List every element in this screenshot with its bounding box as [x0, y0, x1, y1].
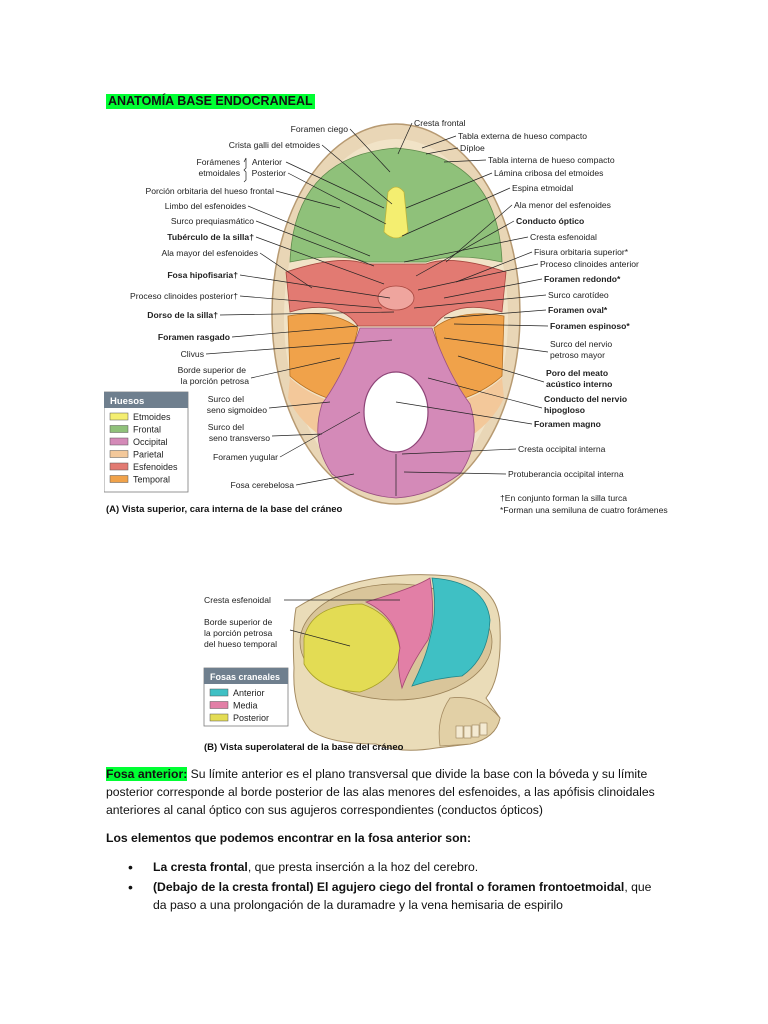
legend-title: Huesos	[110, 396, 144, 407]
page-title: ANATOMÍA BASE ENDOCRANEAL	[106, 94, 315, 109]
list-item-text: , que da paso a una prolongación de la d…	[153, 880, 652, 912]
label-tabla-interna: Tabla interna de hueso compacto	[488, 155, 615, 165]
legend-b-title: Fosas craneales	[210, 672, 280, 682]
fossa-legend-item-swatch	[209, 688, 229, 697]
label-conducto-optico: Conducto óptico	[516, 216, 584, 226]
label-acustico-interno: acústico interno	[546, 379, 612, 389]
label-seno-sigmoideo: seno sigmoideo	[207, 405, 267, 415]
label-surco-nervio: Surco del nervio	[550, 339, 612, 349]
ethmoid-bone-region	[383, 186, 409, 239]
label-foramen-magno: Foramen magno	[534, 419, 601, 429]
label-cresta-occipital: Cresta occipital interna	[518, 444, 606, 454]
fossa-legend-item-label: Media	[233, 701, 258, 711]
legend-item-swatch	[109, 475, 129, 483]
label-posterior: Posterior	[252, 168, 287, 178]
legend-item-swatch	[109, 462, 129, 471]
label-foramen-espinoso: Foramen espinoso*	[550, 321, 630, 331]
label-seno-transverso: seno transverso	[209, 433, 270, 443]
label-fosa-hipofisaria: Fosa hipofisaria†	[167, 270, 238, 280]
label-foramen-redondo: Foramen redondo*	[544, 274, 621, 284]
label-dorso-silla: Dorso de la silla†	[147, 310, 218, 320]
label-borde-superior-b: Borde superior de	[204, 617, 273, 627]
elements-list: La cresta frontal, que presta inserción …	[128, 858, 668, 916]
legend-item-label: Temporal	[133, 475, 170, 485]
list-item-bold: La cresta frontal	[153, 860, 248, 874]
figure-a-caption: (A) Vista superior, cara interna de la b…	[106, 504, 343, 515]
legend-item-swatch	[109, 450, 129, 458]
legend-item-label: Parietal	[133, 450, 164, 460]
sella-turcica	[377, 285, 415, 311]
label-porcion-petrosa-b: la porción petrosa	[204, 628, 273, 638]
legend-item-label: Esfenoides	[133, 462, 178, 472]
label-surco-del-1: Surco del	[208, 394, 244, 404]
label-petroso-mayor: petroso mayor	[550, 350, 605, 360]
paragraph-fosa-anterior: Fosa anterior: Su límite anterior es el …	[106, 765, 666, 819]
skull-base-superior-view-figure: Foramen ciego Crista galli del etmoides …	[104, 118, 668, 515]
label-etmoidales: etmoidales	[198, 168, 240, 178]
label-cresta-esfenoidal-b: Cresta esfenoidal	[204, 595, 271, 605]
note-silla-turca: †En conjunto forman la silla turca	[500, 493, 627, 503]
label-conducto-nervio: Conducto del nervio	[544, 394, 627, 404]
anterior-fossa	[411, 577, 491, 687]
bones-legend: Huesos EtmoidesFrontalOccipitalParietalE…	[104, 391, 189, 493]
note-semiluna: *Forman una semiluna de cuatro forámenes	[500, 505, 668, 515]
label-lamina-cribosa: Lámina cribosa del etmoides	[494, 168, 603, 178]
label-foramen-rasgado: Foramen rasgado	[158, 332, 230, 342]
label-surco-carotideo: Surco carotídeo	[548, 290, 609, 300]
label-poro-meato: Poro del meato	[546, 368, 608, 378]
teeth	[455, 722, 488, 739]
label-fosa-cerebelosa: Fosa cerebelosa	[230, 480, 294, 490]
list-item: La cresta frontal, que presta inserción …	[128, 858, 668, 876]
skull-superolateral-view-figure: Cresta esfenoidal Borde superior de la p…	[203, 574, 501, 753]
label-limbo-esfenoides: Limbo del esfenoides	[165, 201, 246, 211]
label-protuberancia-occipital: Protuberancia occipital interna	[508, 469, 624, 479]
label-borde-superior: Borde superior de	[178, 365, 247, 375]
label-ala-mayor-esfenoides: Ala mayor del esfenoides	[162, 248, 259, 258]
legend-item-swatch	[109, 412, 129, 421]
legend-item-swatch	[109, 425, 129, 433]
legend-item-swatch	[109, 437, 129, 446]
label-foramen-yugular: Foramen yugular	[213, 452, 278, 462]
paragraph-elementos: Los elementos que podemos encontrar en l…	[106, 831, 472, 845]
list-item-text: , que presta inserción a la hoz del cere…	[247, 860, 479, 874]
fossa-legend-item-label: Posterior	[233, 713, 269, 723]
label-porcion-petrosa: la porción petrosa	[181, 376, 250, 386]
label-foramen-oval: Foramen oval*	[548, 305, 608, 315]
list-item-bold: (Debajo de la cresta frontal) El agujero…	[153, 880, 625, 894]
list-item: (Debajo de la cresta frontal) El agujero…	[128, 878, 668, 914]
fossa-legend-item-label: Anterior	[233, 688, 265, 698]
label-diploe: Díploe	[460, 143, 485, 153]
label-porcion-orbitaria: Porción orbitaria del hueso frontal	[145, 186, 274, 196]
paragraph-fosa-anterior-text: Su límite anterior es el plano transvers…	[106, 767, 655, 817]
highlight-fosa-anterior: Fosa anterior:	[106, 767, 188, 781]
label-proceso-clinoides-anterior: Proceso clinoides anterior	[540, 259, 639, 269]
label-hueso-temporal-b: del hueso temporal	[204, 639, 277, 649]
legend-item-label: Etmoides	[133, 412, 171, 422]
label-crista-galli: Crista galli del etmoides	[229, 140, 320, 150]
label-cresta-frontal: Cresta frontal	[414, 118, 466, 128]
middle-fossa	[364, 577, 433, 690]
label-foramenes: Forámenes	[197, 157, 240, 167]
figure-b-caption: (B) Vista superolateral de la base del c…	[204, 742, 404, 753]
label-ala-menor: Ala menor del esfenoides	[514, 200, 611, 210]
label-tabla-externa: Tabla externa de hueso compacto	[458, 131, 587, 141]
label-hipogloso: hipogloso	[544, 405, 585, 415]
label-espina-etmoidal: Espina etmoidal	[512, 183, 573, 193]
label-foramen-ciego: Foramen ciego	[291, 124, 349, 134]
label-clivus: Clivus	[181, 349, 204, 359]
label-cresta-esfenoidal: Cresta esfenoidal	[530, 232, 597, 242]
label-surco-prequiasmatico: Surco prequiasmático	[171, 216, 254, 226]
fossa-legend-item-swatch	[209, 701, 229, 709]
legend-item-label: Occipital	[133, 437, 168, 447]
label-surco-del-2: Surco del	[208, 422, 244, 432]
label-proceso-clinoides-posterior: Proceso clinoides posterior†	[130, 291, 238, 301]
label-tuberculo-silla: Tubérculo de la silla†	[167, 232, 254, 242]
fossa-legend-item-swatch	[209, 713, 229, 722]
label-anterior: Anterior	[252, 157, 282, 167]
label-fisura-orbitaria: Fisura orbitaria superior*	[534, 247, 629, 257]
legend-item-label: Frontal	[133, 425, 161, 435]
foramen-magnum	[363, 371, 429, 453]
